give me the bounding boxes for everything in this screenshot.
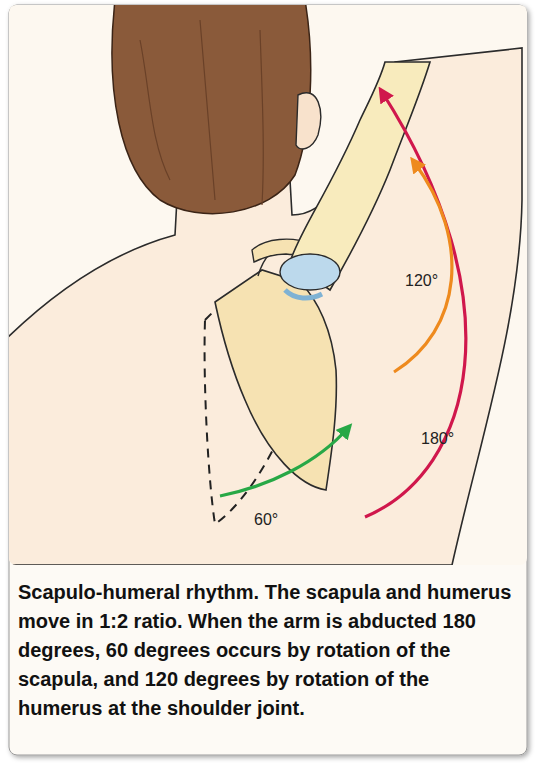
humeral-head (280, 254, 340, 290)
head-hair (112, 5, 311, 214)
scapula (215, 270, 336, 490)
humerus-rotation-arrow (394, 162, 452, 372)
scapula-rotation-arrow (220, 428, 348, 496)
caption: Scapulo-humeral rhythm. The scapula and … (18, 578, 518, 723)
angle-label: 120° (405, 271, 438, 291)
glenoid-cartilage (285, 290, 322, 298)
total-abduction-arrow (365, 92, 466, 517)
hair-strands (140, 20, 263, 205)
angle-label: 60° (254, 510, 278, 530)
ear (296, 93, 321, 149)
angle-label: 180° (421, 429, 454, 449)
